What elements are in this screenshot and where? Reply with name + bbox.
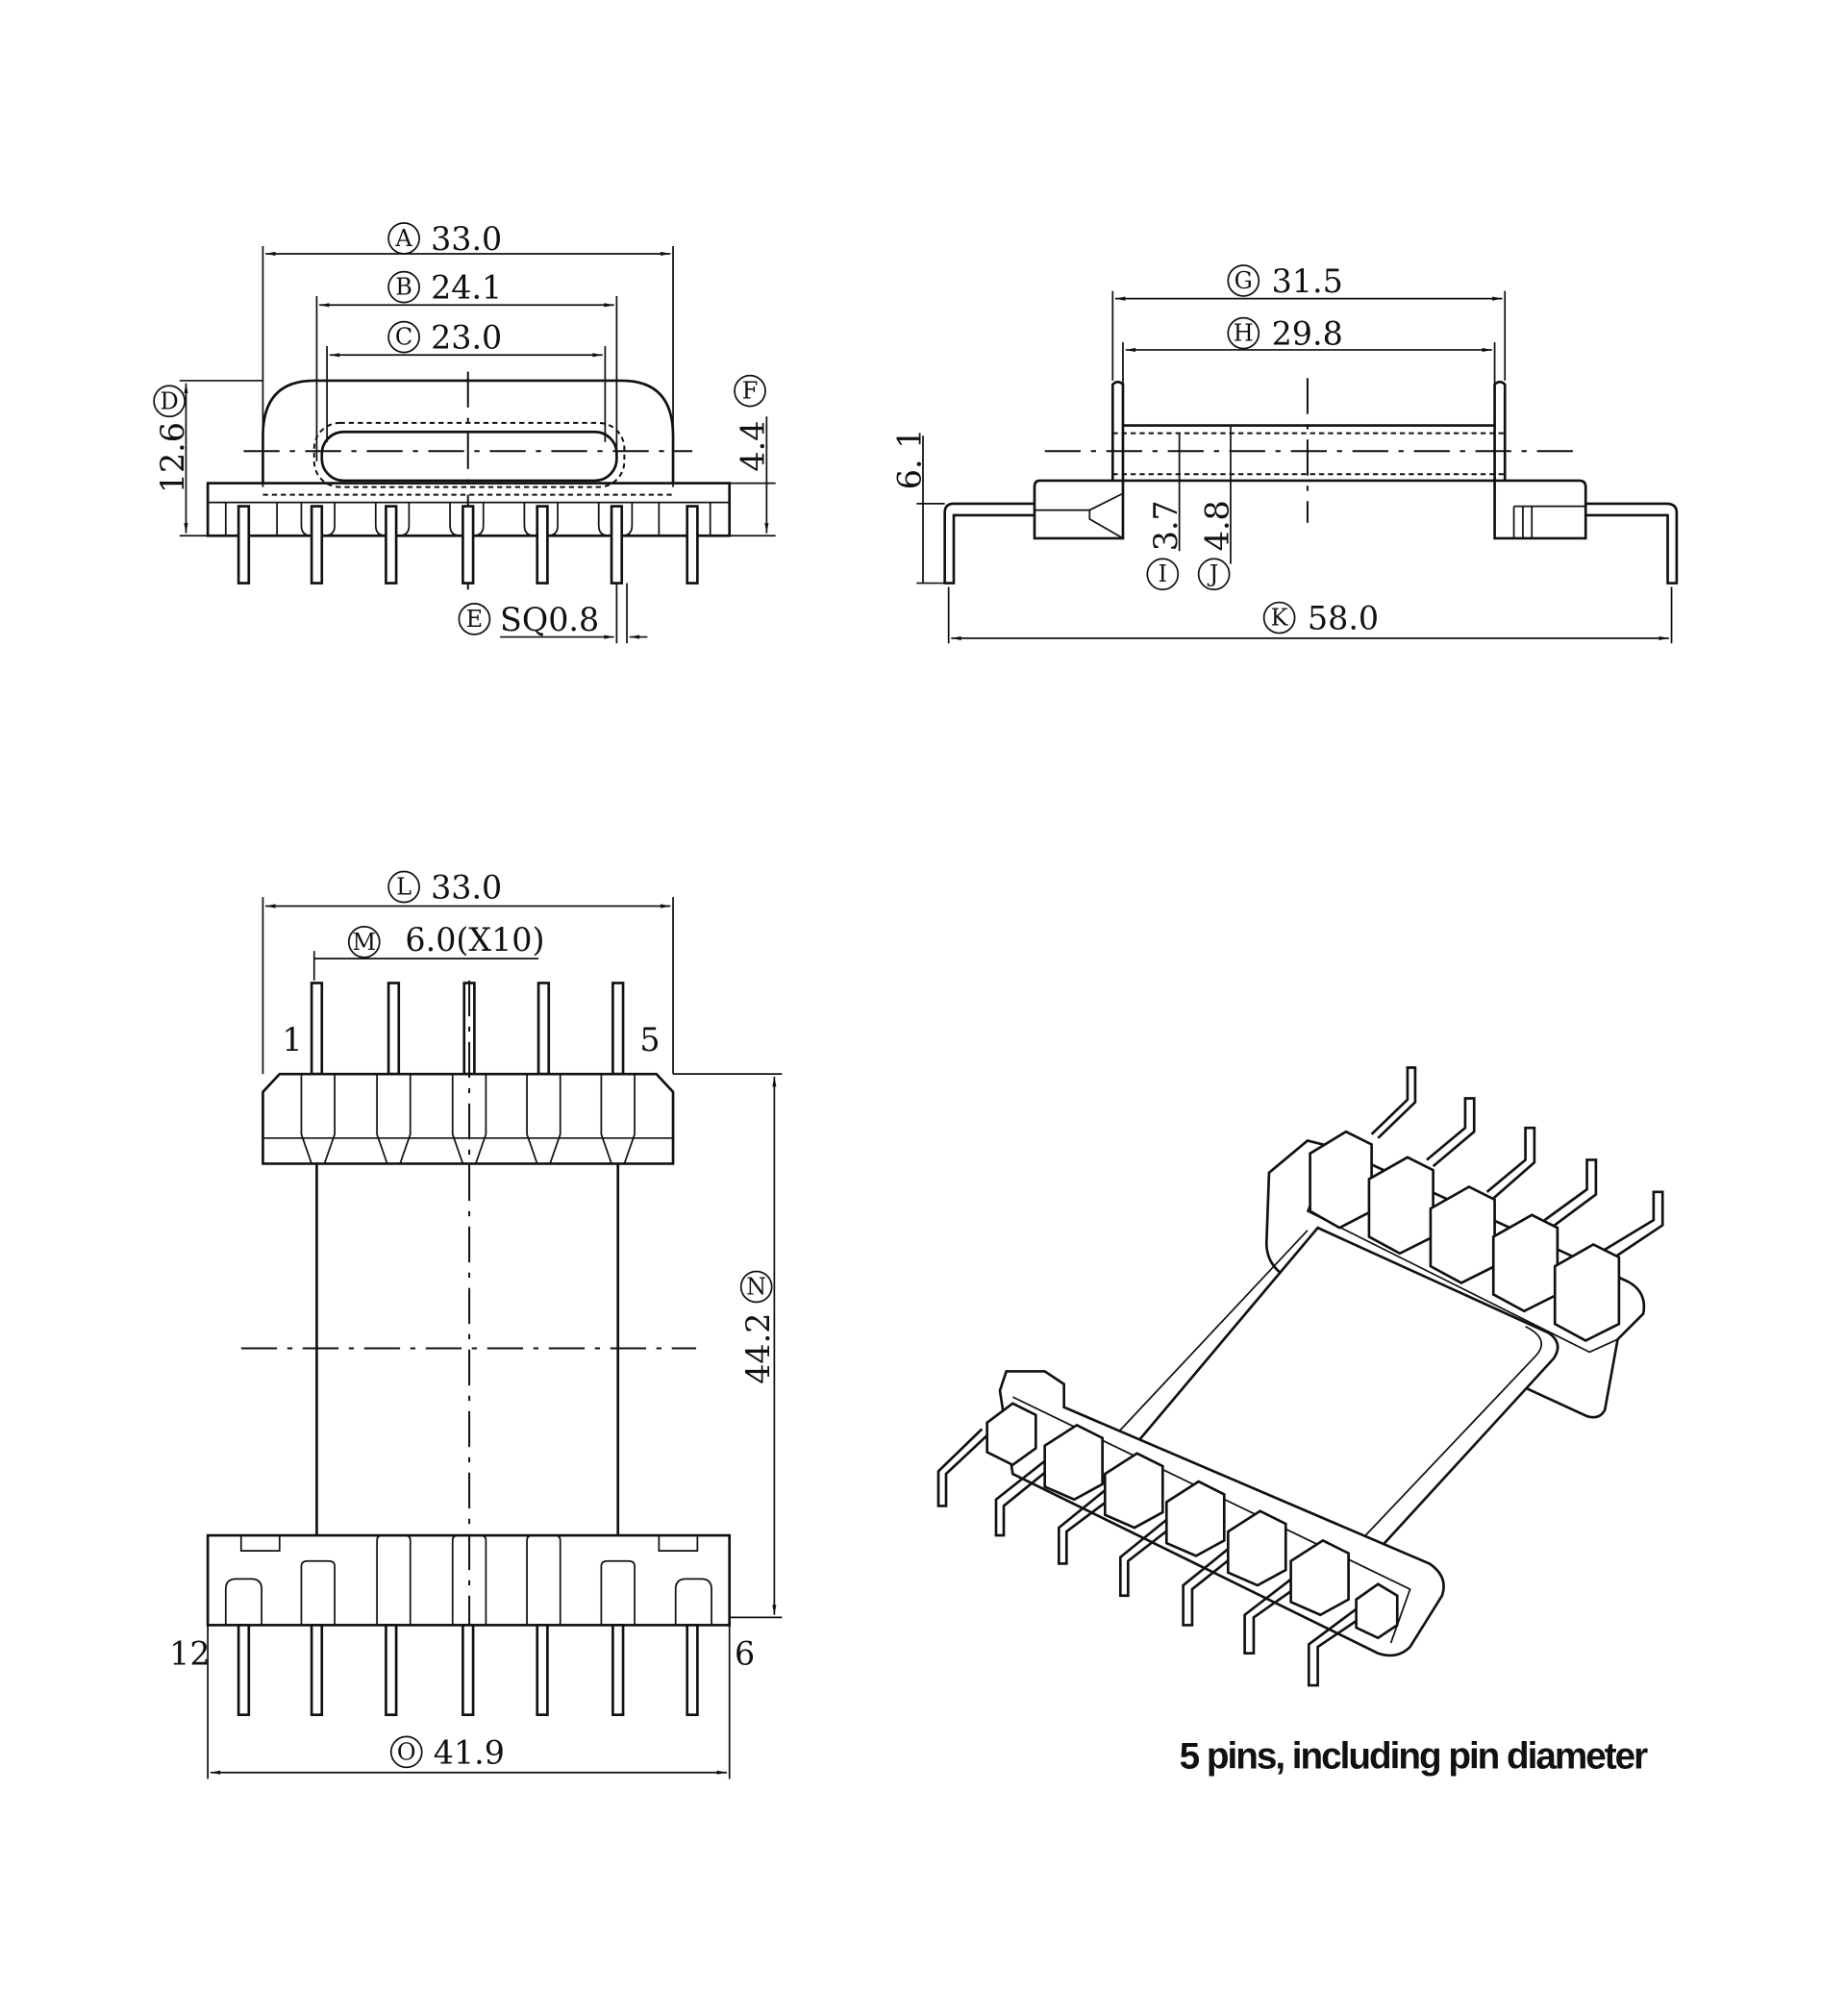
dim-j: 4.8 J (1197, 500, 1235, 591)
dim-f-value: 4.4 (735, 421, 772, 472)
dim-l-letter: L (396, 874, 412, 901)
dim-o-value: 41.9 (434, 1733, 505, 1771)
dim-j-value: 4.8 (1198, 500, 1235, 551)
dim-c: C 23.0 (387, 319, 502, 357)
dim-k-letter: K (1271, 605, 1289, 632)
dim-o: O 41.9 (389, 1733, 505, 1771)
isometric-view: 5 pins, including pin diameter (936, 1066, 1664, 1778)
pin-label-6: 6 (735, 1635, 755, 1673)
front-pins (237, 505, 699, 585)
bottom-pins (237, 1624, 699, 1717)
dim-o-letter: O (397, 1738, 416, 1765)
dim-k: K 58.0 (1262, 600, 1379, 637)
side-view: G 31.5 H 29.8 12.6 6. 1 3.7 I (890, 262, 1679, 644)
dim-g: G 31.5 (1227, 262, 1343, 300)
dim-m-value: 6.0(X10) (405, 921, 544, 958)
dim-f: F 4.4 (734, 374, 772, 472)
dim-a-letter: A (394, 225, 412, 252)
pin-label-5: 5 (639, 1021, 660, 1058)
dim-n-value: 44.2 (739, 1313, 777, 1384)
dim-c-letter: C (395, 324, 412, 351)
dim-b: B 24.1 (387, 269, 502, 307)
dim-h-value: 29.8 (1272, 315, 1343, 353)
dim-e-value: SQ0.8 (500, 601, 599, 638)
pin-label-1: 1 (282, 1021, 302, 1058)
dim-d-letter: D (161, 387, 179, 414)
dim-e: E SQ0.8 (458, 601, 599, 638)
dim-m: M 6.0(X10) (347, 921, 544, 958)
dim-d: D 12.6 (153, 385, 191, 493)
dim-i: 3.7 I (1146, 500, 1185, 591)
dim-side-height-value: 6. 1 (890, 429, 928, 490)
front-view: A 33.0 B 24.1 C 23.0 (153, 220, 776, 644)
dim-a: A 33.0 (387, 220, 502, 258)
dim-i-value: 3.7 (1147, 500, 1185, 551)
pin-label-12: 12 (169, 1635, 210, 1673)
dim-j-letter: J (1207, 560, 1219, 587)
dim-i-letter: I (1159, 560, 1167, 587)
dim-f-letter: F (742, 378, 759, 405)
dim-g-letter: G (1235, 267, 1253, 294)
dim-n: N 44.2 (739, 1270, 777, 1384)
dim-b-letter: B (395, 274, 412, 301)
bottom-view: L 33.0 M 6.0(X10) (169, 869, 783, 1780)
dim-g-value: 31.5 (1272, 262, 1343, 300)
dim-a-value: 33.0 (431, 220, 502, 258)
caption: 5 pins, including pin diameter (1180, 1736, 1649, 1778)
dim-e-letter: E (466, 606, 484, 633)
dim-c-value: 23.0 (431, 319, 502, 357)
dim-d-value: 12.6 (154, 422, 191, 493)
dim-k-value: 58.0 (1308, 600, 1379, 637)
dim-h-letter: H (1234, 320, 1254, 347)
dim-b-value: 24.1 (431, 269, 502, 307)
dim-h: H 29.8 (1227, 315, 1343, 353)
dim-l-value: 33.0 (431, 869, 502, 907)
dim-m-letter: M (352, 929, 376, 956)
dim-l: L 33.0 (387, 869, 502, 907)
dim-n-letter: N (746, 1273, 766, 1300)
top-pins (310, 982, 625, 1076)
